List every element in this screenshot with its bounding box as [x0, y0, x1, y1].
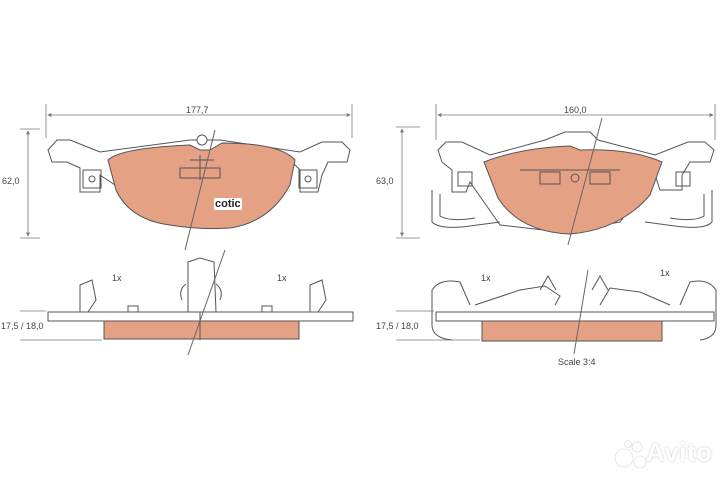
right-side-friction [481, 320, 663, 342]
left-pad-side-view [47, 249, 354, 356]
right-friction-pad [483, 145, 663, 235]
right-height-dimension: 63,0 [376, 176, 394, 186]
right-pad-dimensions [396, 104, 716, 239]
left-side-dimensions [20, 310, 102, 341]
left-qty-label-right: 1x [277, 273, 287, 283]
avito-watermark-text: Avito [646, 437, 713, 467]
right-backing-plate [437, 131, 715, 233]
right-pad-side-view [431, 269, 717, 355]
left-thickness-dimension: 17,5 / 18,0 [1, 321, 44, 331]
scale-label: Scale 3:4 [558, 357, 596, 367]
right-qty-label-left: 1x [481, 273, 491, 283]
right-side-dimensions [396, 310, 480, 341]
right-width-dimension: 160,0 [564, 105, 587, 115]
left-width-dimension: 177,7 [186, 105, 209, 115]
right-pad-front-view [431, 117, 715, 246]
left-pad-dimensions [20, 104, 353, 239]
right-thickness-dimension: 17,5 / 18,0 [376, 321, 419, 331]
avito-watermark: Avito [598, 437, 713, 468]
right-qty-label-right: 1x [660, 268, 670, 278]
right-side-backing [435, 311, 715, 322]
left-pad-front-view [47, 129, 351, 251]
avito-dots-icon [614, 440, 647, 469]
left-side-friction [103, 320, 300, 340]
left-qty-label-left: 1x [112, 273, 122, 283]
cotic-logo: cotic [214, 198, 242, 210]
left-height-dimension: 62,0 [2, 176, 20, 186]
